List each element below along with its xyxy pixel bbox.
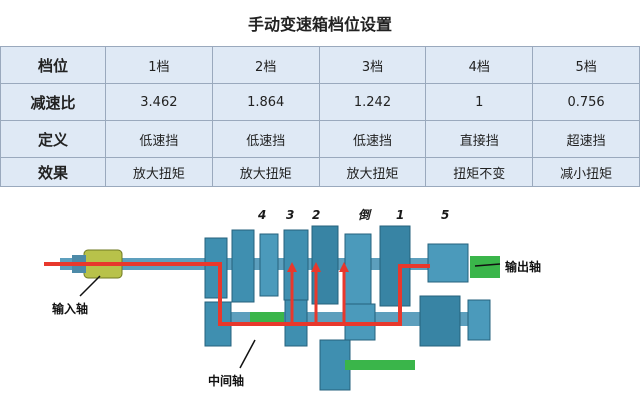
table-cell: 2档: [211, 46, 320, 84]
gear-body: [283, 229, 309, 301]
table-cell: 4档: [425, 46, 534, 84]
counter-pointer: [239, 339, 256, 369]
gear-body: [204, 237, 228, 299]
gear-body: [419, 295, 461, 347]
output-pointer: [474, 263, 501, 267]
table-cell: 低速挡: [318, 120, 427, 158]
table-row: 效果 放大扭矩 放大扭矩 放大扭矩 扭矩不变 减小扭矩: [0, 157, 640, 187]
gear-table: 档位 1档 2档 3档 4档 5档 减速比 3.462 1.864 1.242 …: [0, 46, 640, 187]
table-cell: 3.462: [105, 83, 213, 121]
table-cell: 减速比: [0, 83, 106, 121]
table-cell: 0.756: [532, 83, 640, 121]
table-cell: 档位: [0, 46, 106, 84]
gear-label-4: 4: [258, 208, 267, 222]
counter-shaft-label: 中间轴: [208, 374, 245, 388]
table-cell: 1.242: [318, 83, 427, 121]
table-cell: 放大扭矩: [211, 157, 320, 187]
table-cell: 定义: [0, 120, 106, 158]
gearbox-illustration: [44, 225, 501, 391]
table-cell: 1.864: [211, 83, 320, 121]
table-cell: 超速挡: [532, 120, 640, 158]
gear-body: [467, 299, 491, 341]
input-shaft-label: 输入轴: [52, 302, 89, 316]
arrow-head-icon: [287, 262, 297, 272]
table-row-header: 档位 1档 2档 3档 4档 5档: [0, 46, 640, 84]
gear-label-5: 5: [441, 208, 450, 222]
arrow-head-icon: [311, 262, 321, 272]
table-cell: 直接挡: [425, 120, 534, 158]
page-title: 手动变速箱档位设置: [0, 0, 640, 46]
gear-label-3: 3: [286, 208, 295, 222]
reverse-shaft: [345, 360, 415, 370]
table-cell: 1档: [105, 46, 213, 84]
gear-body: [344, 233, 372, 305]
gear-body: [427, 243, 469, 283]
table-cell: 3档: [318, 46, 427, 84]
table-row: 减速比 3.462 1.864 1.242 1 0.756: [0, 83, 640, 121]
arrow-head-icon: [339, 262, 349, 272]
gear-label-2: 2: [312, 208, 321, 222]
table-cell: 扭矩不变: [425, 157, 534, 187]
gear-body: [231, 229, 255, 303]
table-cell: 1: [425, 83, 534, 121]
gear-label-1: 1: [396, 208, 405, 222]
table-cell: 放大扭矩: [105, 157, 213, 187]
table-cell: 放大扭矩: [318, 157, 427, 187]
gearbox-diagram: 4 3 2 倒 1 5 输出轴 输入轴 中间轴: [0, 200, 640, 402]
output-shaft: [470, 256, 500, 278]
gear-label-reverse: 倒: [358, 208, 371, 222]
table-cell: 效果: [0, 157, 106, 187]
input-pointer: [79, 275, 101, 297]
power-flow-line: [44, 262, 430, 326]
table-cell: 低速挡: [211, 120, 320, 158]
table-cell: 5档: [532, 46, 640, 84]
table-cell: 减小扭矩: [532, 157, 640, 187]
table-row: 定义 低速挡 低速挡 低速挡 直接挡 超速挡: [0, 120, 640, 158]
gear-body: [259, 233, 279, 297]
table-cell: 低速挡: [105, 120, 213, 158]
output-shaft-label: 输出轴: [505, 260, 542, 274]
